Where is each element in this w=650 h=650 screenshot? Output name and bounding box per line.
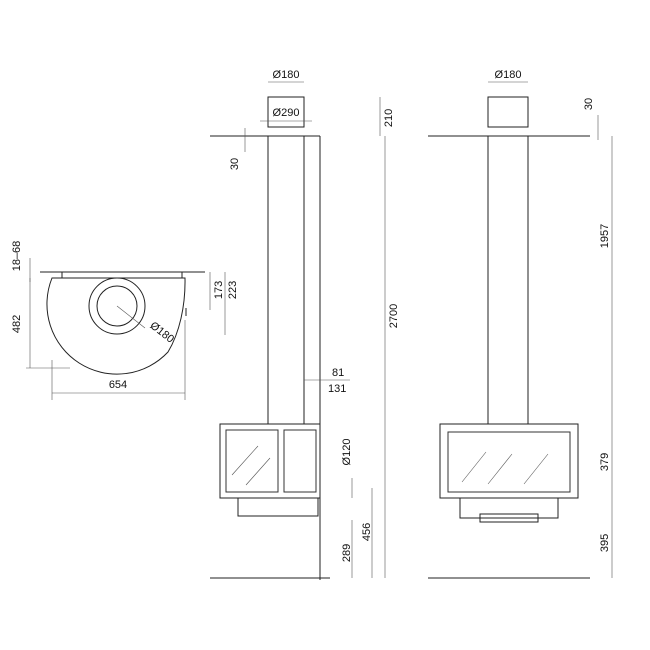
side-view: Ø180 Ø290 210 30 2700 81 131 Ø120 456 28… (210, 69, 400, 580)
front-view: Ø180 30 1957 379 395 (428, 69, 613, 579)
plan-flue-outer (88, 277, 146, 335)
plan-dim-223: 223 (227, 281, 239, 299)
plan-dim-dia180: Ø180 (148, 320, 177, 346)
front-dim-dia180: Ø180 (495, 69, 522, 81)
plan-view: 18–68 482 654 173 223 Ø180 (11, 241, 239, 400)
front-chimney (487, 135, 529, 425)
side-dim-131: 131 (328, 383, 346, 395)
front-dim-395: 395 (599, 534, 611, 552)
plan-dim-18-68: 18–68 (11, 241, 23, 272)
side-glass-reflection-1 (231, 445, 259, 476)
plan-dim-482: 482 (11, 315, 23, 333)
front-dim-1957: 1957 (599, 224, 611, 248)
front-glass-reflection-3 (523, 453, 549, 485)
front-glass-reflection-1 (461, 451, 487, 483)
plan-flue-radius (116, 305, 146, 329)
plan-flue-inner (96, 285, 138, 327)
front-base (459, 497, 559, 519)
side-dim-210: 210 (383, 109, 395, 127)
front-glass (447, 431, 571, 493)
side-dim-dia180: Ø180 (273, 69, 300, 81)
front-flue-cap (487, 96, 529, 128)
side-dim-dia290: Ø290 (273, 107, 300, 119)
side-dim-81: 81 (332, 367, 344, 379)
side-dim-456: 456 (361, 523, 373, 541)
front-glass-reflection-2 (487, 453, 513, 485)
side-base (237, 497, 319, 517)
plan-dim-654: 654 (109, 379, 127, 391)
plan-wall-bracket (61, 271, 183, 279)
side-chimney (267, 135, 305, 425)
side-dim-289: 289 (341, 544, 353, 562)
plan-fireplace-outline (46, 277, 186, 375)
side-dim-2700: 2700 (388, 304, 400, 328)
side-flue-cap (267, 96, 305, 128)
front-dim-30: 30 (583, 98, 595, 110)
side-dim-dia120: Ø120 (341, 439, 353, 466)
front-base-foot (479, 513, 539, 523)
side-glass-side (283, 429, 317, 493)
side-glass-reflection-2 (245, 457, 271, 486)
side-glass-front (225, 429, 279, 493)
plan-dim-173: 173 (213, 281, 225, 299)
front-dim-379: 379 (599, 453, 611, 471)
side-dim-30: 30 (229, 158, 241, 170)
